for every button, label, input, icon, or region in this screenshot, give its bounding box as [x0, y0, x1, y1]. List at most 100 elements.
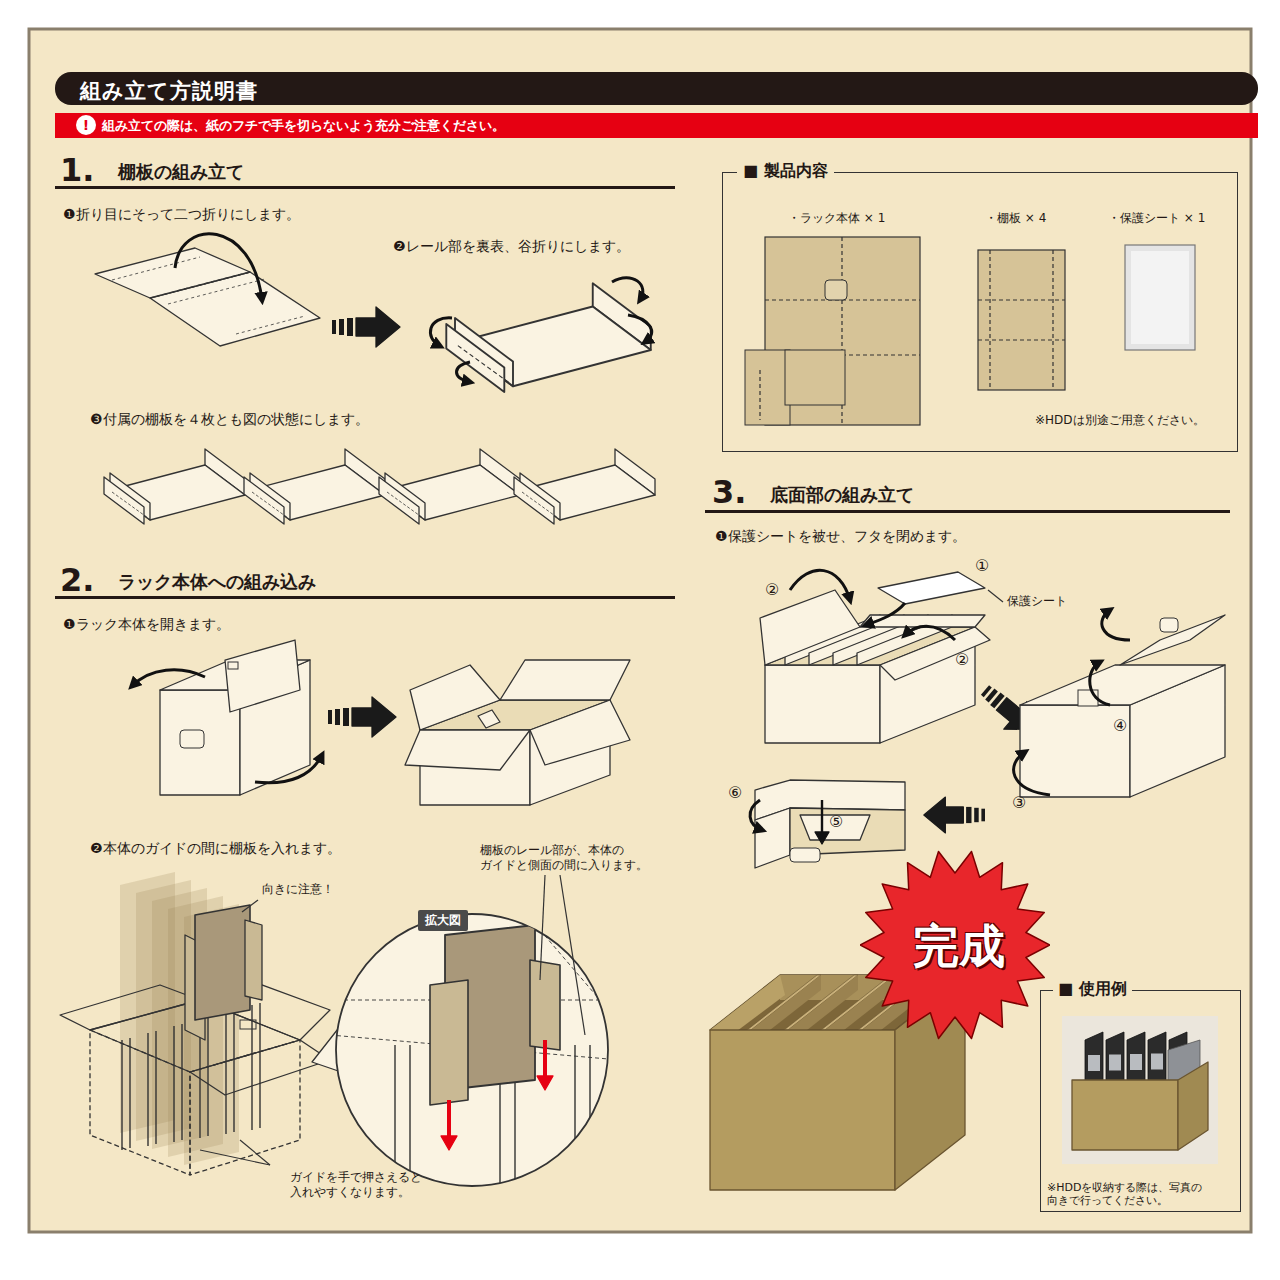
shelf-template: [978, 250, 1065, 390]
protective-sheet: [1125, 245, 1195, 350]
item-label: ・保護シート × 1: [1108, 211, 1205, 226]
rack-front: [1072, 1080, 1178, 1150]
callout-number: ②: [955, 650, 969, 670]
callout-number: ③: [1012, 793, 1026, 813]
rack-closed: [132, 640, 322, 795]
box-locking: [750, 780, 905, 868]
step-arrow: [332, 307, 400, 347]
section-rule: [705, 510, 1230, 513]
guide-line: [173, 1026, 174, 1142]
box-flap: [760, 590, 860, 665]
sheet-ground: [29, 29, 1251, 1232]
push-line: [821, 800, 823, 835]
hdd-label: [1130, 1054, 1142, 1070]
shelf-board: [244, 449, 385, 524]
arrow-bar: [328, 710, 332, 724]
step-arrow: [328, 697, 396, 737]
step-text: ❶折り目にそって二つ折りにします。: [63, 206, 300, 224]
handle-tab: [825, 280, 847, 300]
fold-line: [759, 370, 760, 420]
box-face: [90, 1030, 190, 1175]
hdd-label: [1109, 1055, 1121, 1071]
curved-arrow: [790, 570, 850, 600]
warning-band: 組み立ての際は、紙のフチで手を切らないよう充分ご注意ください。: [102, 113, 1260, 138]
curved-arrow: [430, 318, 452, 346]
zoom-inner: [330, 925, 620, 1200]
callout-number: ②: [765, 580, 779, 600]
callout-number: ④: [1113, 716, 1127, 736]
curved-arrow: [132, 670, 205, 686]
arrow-bar: [339, 319, 344, 335]
board-rail: [244, 477, 284, 524]
handle-hole: [228, 662, 238, 669]
fold-line: [989, 250, 990, 390]
shelf-board: [514, 449, 655, 524]
usage-panel: ■ 使用例※HDDを収納する際は、写真の 向きで行ってください。: [1040, 990, 1241, 1212]
box-flap: [410, 665, 500, 730]
arrow-bar: [981, 809, 985, 822]
arrow-bar: [347, 318, 353, 336]
leader-line: [988, 590, 1003, 602]
guide-line: [129, 1038, 130, 1148]
arrow-head: [356, 307, 400, 347]
rack-front: [710, 1030, 895, 1190]
curved-arrow: [866, 603, 905, 625]
section-number: 1.: [60, 150, 94, 190]
section-number: 2.: [60, 560, 94, 600]
shelf-board: [104, 449, 245, 524]
note-text: ガイドを手で押さえると 入れやすくなります。: [290, 1170, 520, 1200]
board-rail: [245, 920, 262, 1000]
section-rule: [55, 186, 675, 189]
node-heading: 拡大図: [425, 912, 461, 929]
board-rail: [446, 324, 504, 392]
fold-line: [978, 299, 1065, 300]
curved-arrow: [905, 626, 955, 640]
step1-fold-illustration: [430, 278, 651, 392]
red-arrow: [543, 1040, 547, 1078]
curved-arrow: [255, 755, 322, 783]
callout-number: ⑥: [728, 783, 742, 803]
guide-line: [181, 1024, 182, 1140]
fold-line: [978, 339, 1065, 340]
node-heading: 完成: [860, 916, 1058, 978]
zoom-circle: [336, 914, 608, 1186]
guide-line: [233, 1010, 234, 1132]
red-arrow-head: [537, 1076, 553, 1090]
box-face: [755, 808, 790, 868]
rack-template: [765, 237, 920, 425]
section-heading: 棚板の組み立て: [118, 161, 244, 184]
arrow-bar: [343, 708, 349, 726]
bubble-joint: [346, 1022, 354, 1072]
flap: [745, 350, 790, 425]
rack-open: [405, 660, 630, 805]
leader-line: [560, 875, 585, 1035]
fold-line: [1052, 250, 1053, 390]
fold-line: [112, 492, 148, 518]
curved-arrow: [750, 800, 762, 830]
step-text: ❷本体のガイドの間に棚板を入れます。: [90, 840, 341, 858]
node-heading: ■ 製品内容: [737, 161, 834, 182]
callout-number: ①: [975, 556, 989, 576]
box-flap: [60, 985, 200, 1030]
contents-panel: ■ 製品内容: [722, 172, 1238, 452]
rack-insert: [60, 872, 330, 1175]
zoom-tag: 拡大図: [418, 910, 468, 931]
box-face: [765, 665, 880, 743]
item-label: ・ラック本体 × 1: [788, 211, 885, 226]
fold-line: [522, 492, 558, 518]
board-panel: [195, 905, 250, 1020]
curved-arrow: [1090, 662, 1110, 705]
leader-line: [200, 1150, 270, 1165]
callout-number: ⑤: [829, 812, 843, 832]
curved-arrow: [1014, 752, 1050, 795]
step-text: ❶ラック本体を開きます。: [63, 616, 230, 634]
curved-arrow: [457, 362, 471, 382]
handle-hole: [240, 1020, 256, 1029]
fold-line: [150, 272, 250, 298]
photo-ground: [1062, 1016, 1218, 1164]
box-face: [190, 1040, 300, 1175]
guide-line: [155, 1031, 156, 1144]
